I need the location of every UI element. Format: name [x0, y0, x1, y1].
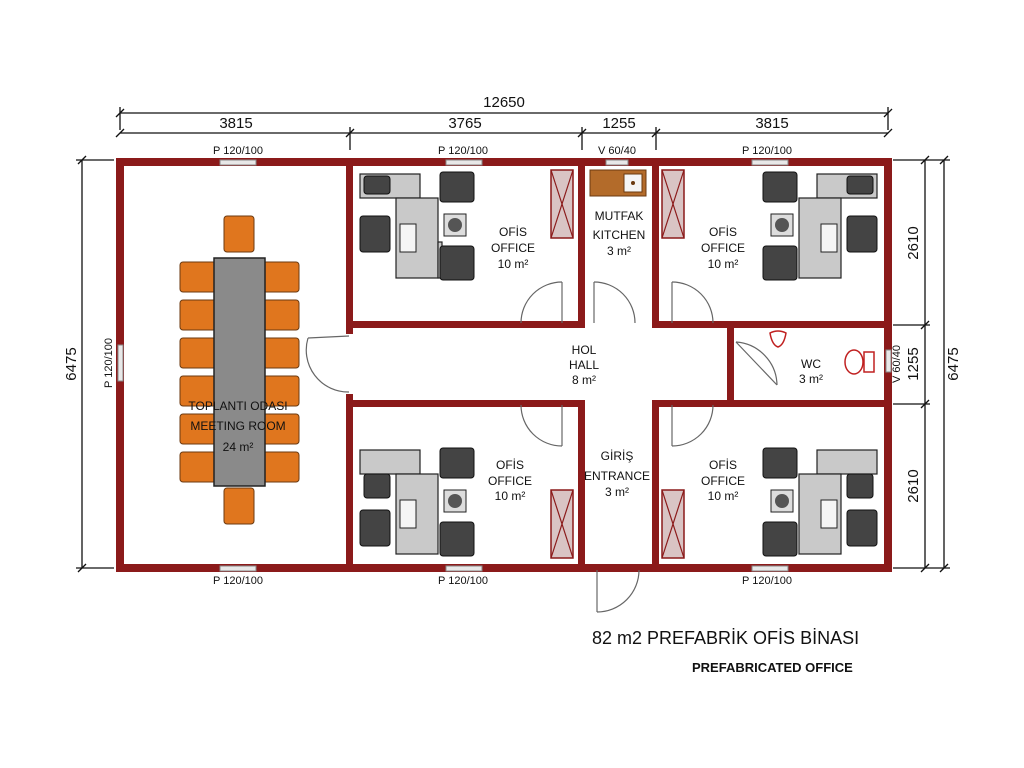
window-label-top-1: P 120/100 — [213, 145, 263, 157]
meeting-chair — [262, 299, 300, 331]
entrance-area: 3 m² — [605, 485, 629, 499]
right-dimensions: 2610 1255 2610 6475 — [893, 155, 962, 573]
meeting-chair — [179, 451, 217, 483]
room-labels: TOPLANTI ODASI MEETING ROOM 24 m² OFİS O… — [188, 209, 823, 503]
office-bl-area: 10 m² — [495, 489, 526, 503]
office-tl-label-tr: OFİS — [499, 225, 527, 239]
doors — [305, 281, 778, 613]
office-tl-area: 10 m² — [498, 257, 529, 271]
meeting-chair — [262, 451, 300, 483]
kitchen-label-en: KITCHEN — [593, 228, 646, 242]
meeting-room-label-en: MEETING ROOM — [190, 419, 285, 433]
plan-subtitle: PREFABRICATED OFFICE — [692, 660, 853, 675]
meeting-chair — [262, 261, 300, 293]
window-label-bottom-2: P 120/100 — [438, 575, 488, 587]
cabinet-entrance-right — [661, 489, 685, 559]
office-br-label-en: OFFICE — [701, 474, 745, 488]
window-label-bottom-1: P 120/100 — [213, 575, 263, 587]
dim-height-right: 6475 — [945, 347, 962, 380]
window-label-left: P 120/100 — [103, 338, 115, 388]
cabinets — [550, 169, 685, 559]
window-label-top-4: P 120/100 — [742, 145, 792, 157]
windows: P 120/100 P 120/100 V 60/40 P 120/100 P … — [103, 145, 903, 587]
dim-right-upper: 2610 — [905, 226, 922, 259]
dim-segment-3: 1255 — [602, 115, 635, 132]
dim-right-middle: 1255 — [905, 347, 922, 380]
dim-right-lower: 2610 — [905, 469, 922, 502]
meeting-table-set — [179, 215, 300, 525]
cabinet-kitchen-right — [661, 169, 685, 239]
office-bl-label-tr: OFİS — [496, 458, 524, 472]
wc-label: WC — [801, 357, 821, 371]
entrance-label-tr: GİRİŞ — [601, 449, 634, 463]
cabinet-entrance-left — [550, 489, 574, 559]
window-label-right: V 60/40 — [891, 345, 903, 383]
office-tr-label-tr: OFİS — [709, 225, 737, 239]
hall-label-en: HALL — [569, 358, 599, 372]
dim-height-left: 6475 — [63, 347, 80, 380]
office-br-area: 10 m² — [708, 489, 739, 503]
dim-total-width: 12650 — [483, 94, 525, 111]
dim-segment-1: 3815 — [219, 115, 252, 132]
window-label-bottom-3: P 120/100 — [742, 575, 792, 587]
kitchen-label-tr: MUTFAK — [595, 209, 644, 223]
meeting-room-area: 24 m² — [223, 440, 254, 454]
office-tl-label-en: OFFICE — [491, 241, 535, 255]
dim-segment-2: 3765 — [448, 115, 481, 132]
wc-area: 3 m² — [799, 372, 823, 386]
kitchen-area: 3 m² — [607, 244, 631, 258]
office-tr-label-en: OFFICE — [701, 241, 745, 255]
meeting-table — [213, 257, 266, 487]
meeting-chair — [179, 337, 217, 369]
window-label-top-3: V 60/40 — [598, 145, 636, 157]
meeting-chair — [223, 215, 255, 253]
left-dimensions: 6475 — [63, 155, 114, 573]
hall-area: 8 m² — [572, 373, 596, 387]
kitchen-sink — [589, 169, 647, 197]
hall-label-tr: HOL — [572, 343, 597, 357]
meeting-chair — [223, 487, 255, 525]
office-br-label-tr: OFİS — [709, 458, 737, 472]
meeting-chair — [179, 261, 217, 293]
office-bl-label-en: OFFICE — [488, 474, 532, 488]
wc-fixtures — [769, 330, 875, 375]
office-furniture-top-left — [359, 171, 475, 281]
office-furniture-bottom-left — [359, 447, 475, 557]
meeting-chair — [262, 337, 300, 369]
office-tr-area: 10 m² — [708, 257, 739, 271]
meeting-chair — [179, 299, 217, 331]
office-furniture-bottom-right — [762, 447, 878, 557]
office-furniture-top-right — [762, 171, 878, 281]
plan-title: 82 m2 PREFABRİK OFİS BİNASI — [592, 628, 860, 648]
dim-segment-4: 3815 — [755, 115, 788, 132]
top-dimensions: 12650 3815 3765 1255 3815 — [115, 94, 893, 150]
window-label-top-2: P 120/100 — [438, 145, 488, 157]
entrance-label-en: ENTRANCE — [584, 469, 650, 483]
cabinet-kitchen-left — [550, 169, 574, 239]
meeting-room-label-tr: TOPLANTI ODASI — [188, 399, 287, 413]
